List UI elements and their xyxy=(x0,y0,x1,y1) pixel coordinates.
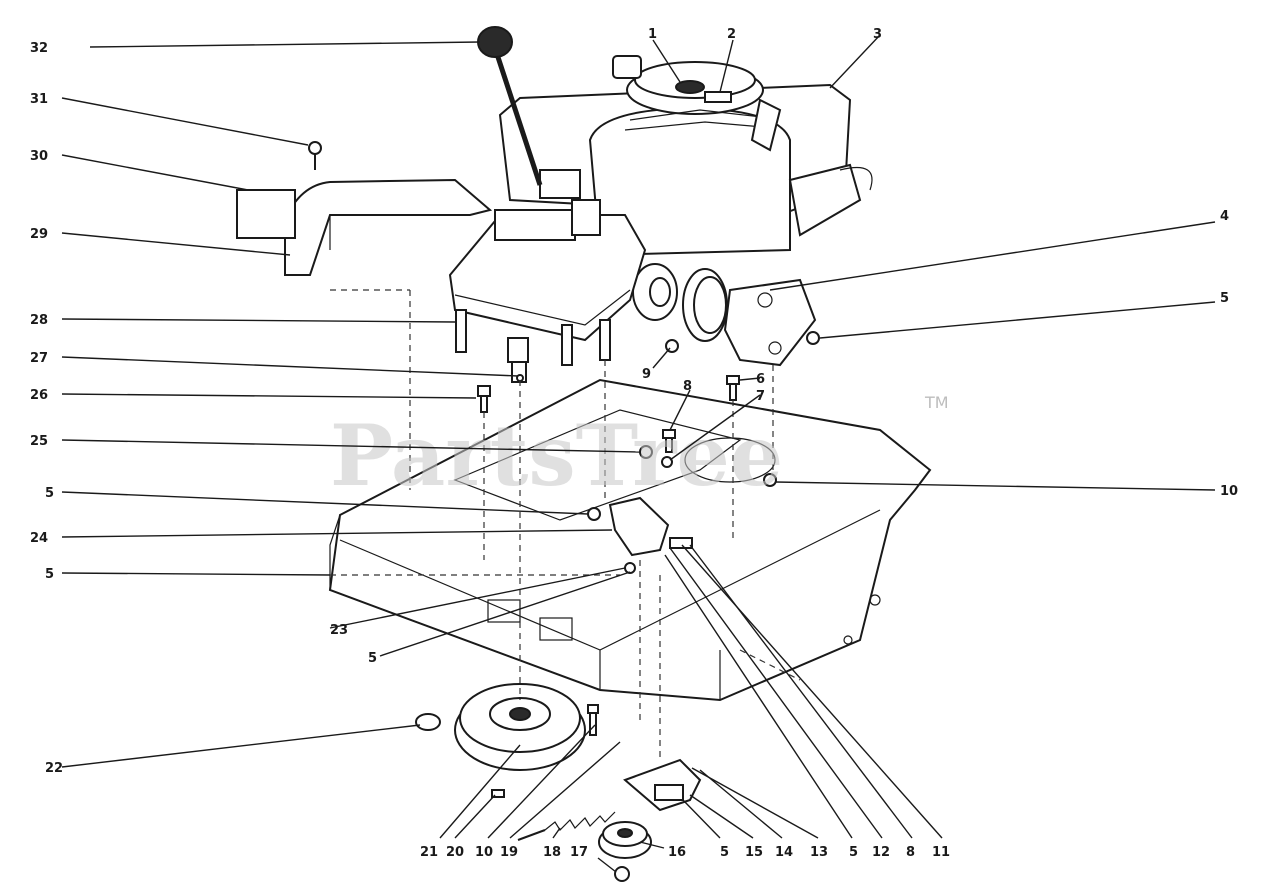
callout-25: 25 xyxy=(30,434,48,449)
lower-bolt xyxy=(587,704,599,736)
callout-5-left-c: 5 xyxy=(368,651,377,666)
callout-2: 2 xyxy=(727,27,736,42)
assembly-lines xyxy=(330,289,801,760)
idler-bracket xyxy=(608,496,693,557)
callout-6: 6 xyxy=(756,372,765,387)
watermark: PartsTree xyxy=(330,406,783,505)
callout-3: 3 xyxy=(873,27,882,42)
callout-23: 23 xyxy=(330,623,348,638)
gear-housing xyxy=(448,169,647,383)
callout-1: 1 xyxy=(648,27,657,42)
callout-15: 15 xyxy=(745,845,763,860)
callout-8-upper: 8 xyxy=(683,379,692,394)
callout-5-left-a: 5 xyxy=(45,486,54,501)
callout-12: 12 xyxy=(872,845,890,860)
callout-24: 24 xyxy=(30,531,48,546)
shield-screw xyxy=(308,141,322,170)
key xyxy=(491,789,505,798)
callout-28: 28 xyxy=(30,313,48,328)
spring xyxy=(517,811,616,841)
callout-10-bottom: 10 xyxy=(475,845,493,860)
callout-16: 16 xyxy=(668,845,686,860)
callout-18: 18 xyxy=(543,845,561,860)
callout-14: 14 xyxy=(775,845,793,860)
callout-4: 4 xyxy=(1220,209,1229,224)
idler-pulley xyxy=(598,821,652,859)
callout-20: 20 xyxy=(446,845,464,860)
shift-lever xyxy=(477,26,543,186)
callout-10-right: 10 xyxy=(1220,484,1238,499)
callout-11: 11 xyxy=(932,845,950,860)
callout-21: 21 xyxy=(420,845,438,860)
engine-assembly xyxy=(498,55,873,367)
belt-shield xyxy=(284,178,493,276)
callout-22: 22 xyxy=(45,761,63,776)
callout-29: 29 xyxy=(30,227,48,242)
callout-5-left-b: 5 xyxy=(45,567,54,582)
lower-nut xyxy=(614,866,630,882)
leader-lines xyxy=(61,34,1216,873)
callout-32: 32 xyxy=(30,41,48,56)
callout-17: 17 xyxy=(570,845,588,860)
callout-13: 13 xyxy=(810,845,828,860)
callout-5-right: 5 xyxy=(1220,291,1229,306)
callout-30: 30 xyxy=(30,149,48,164)
callout-7: 7 xyxy=(756,389,765,404)
callout-27: 27 xyxy=(30,351,48,366)
lever-knob xyxy=(477,26,513,58)
callout-26: 26 xyxy=(30,388,48,403)
callouts: 32 31 30 29 28 27 26 25 5 24 5 23 5 22 1… xyxy=(30,27,1238,860)
callout-19: 19 xyxy=(500,845,518,860)
watermark-trademark: TM xyxy=(924,393,949,412)
callout-5-bottom-a: 5 xyxy=(720,845,729,860)
callout-5-bottom-b: 5 xyxy=(849,845,858,860)
drive-pulley xyxy=(454,683,586,771)
idler-arm xyxy=(623,758,702,812)
callout-31: 31 xyxy=(30,92,48,107)
decal xyxy=(236,189,296,239)
retaining-ring xyxy=(415,713,441,731)
callout-9: 9 xyxy=(642,367,651,382)
callout-8-bottom: 8 xyxy=(906,845,915,860)
